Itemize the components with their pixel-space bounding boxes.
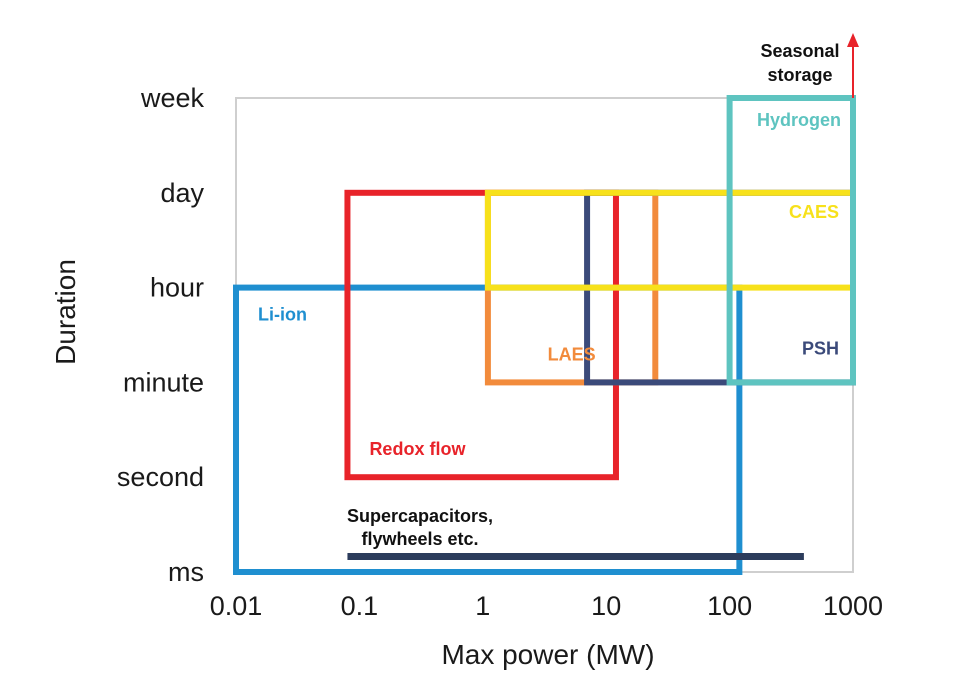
y-tick-label: week (140, 83, 205, 113)
y-tick-label: minute (123, 367, 204, 397)
x-tick-label: 1 (475, 591, 490, 621)
caes-label: CAES (789, 202, 839, 222)
y-tick-label: hour (150, 273, 204, 303)
supercapacitors-label-line-1: Supercapacitors, (347, 506, 493, 526)
y-tick-labels: ms second minute hour day week (117, 83, 205, 587)
laes-label: LAES (548, 344, 596, 364)
plot-frame (235, 97, 854, 573)
psh-label: PSH (802, 338, 839, 358)
x-tick-label: 0.01 (210, 591, 263, 621)
y-axis-title: Duration (50, 259, 81, 365)
x-axis-title: Max power (MW) (441, 639, 654, 670)
supercapacitors-label-line-2: flywheels etc. (361, 529, 478, 549)
x-tick-labels: 0.01 0.1 1 10 100 1000 (210, 591, 883, 621)
x-tick-label: 0.1 (341, 591, 379, 621)
redox-flow-label: Redox flow (369, 439, 466, 459)
supercapacitors-bar (347, 553, 804, 560)
technology-boxes (233, 95, 856, 575)
seasonal-storage-label-line-2: storage (767, 65, 832, 85)
x-tick-label: 100 (707, 591, 752, 621)
seasonal-storage-label-line-1: Seasonal (760, 41, 839, 61)
redox-flow-box (344, 189, 619, 481)
y-tick-label: ms (168, 557, 204, 587)
y-tick-label: second (117, 462, 204, 492)
seasonal-arrow-head (847, 33, 859, 47)
hydrogen-label: Hydrogen (757, 110, 841, 130)
hydrogen-box (726, 95, 856, 386)
li-ion-label: Li-ion (258, 305, 307, 325)
y-tick-label: day (160, 178, 204, 208)
x-tick-label: 1000 (823, 591, 883, 621)
x-tick-label: 10 (591, 591, 621, 621)
